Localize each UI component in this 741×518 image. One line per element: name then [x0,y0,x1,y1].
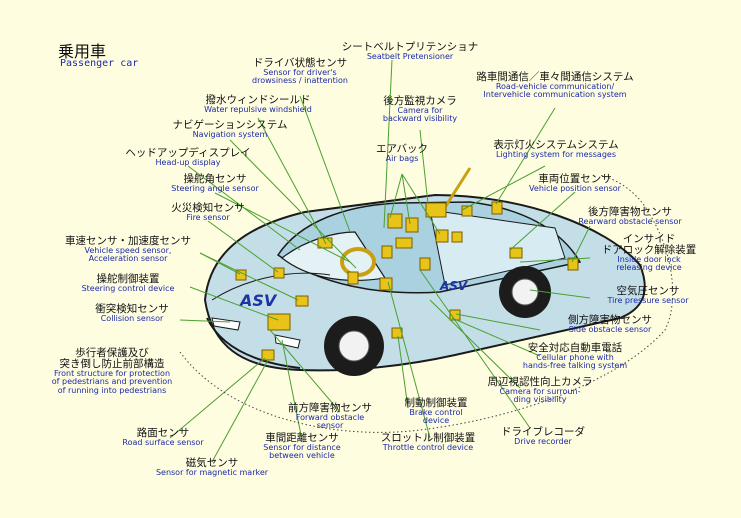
label-en: Seatbelt Pretensioner [342,53,479,61]
sensor-box [348,272,358,284]
label-collision: 衝突検知センサCollision sensor [95,304,169,323]
label-en: Vehicle position sensor [529,185,621,193]
label-steering-control: 操舵制御装置Steering control device [82,274,175,293]
label-en: Throttle control device [381,444,476,452]
label-en: Collision sensor [95,315,169,323]
label-brake-control: 制動制御装置Brake controldevice [405,398,468,426]
label-en: Rearward obstacle sensor [578,218,681,226]
label-en: Lighting system for messages [493,151,618,159]
title-en: Passenger car [60,58,138,69]
sensor-box [426,203,446,217]
label-en: Head-up display [125,159,250,167]
label-en: Acceleration sensor [65,255,191,263]
sensor-box [268,314,290,330]
label-en: Water repulsive windshield [204,106,312,114]
sensor-box [492,202,502,214]
label-drive-recorder: ドライブレコーダDrive recorder [501,427,585,446]
label-en: of running into pedestrians [52,387,173,395]
label-en: hands-free talking system [523,362,627,370]
label-en: drowsiness / inattention [252,77,348,85]
wheel-front [324,316,384,376]
label-door-lock: インサイドドアロック解除装置Inside door lockreleasing … [602,234,697,273]
label-vehicle-position: 車両位置センサVehicle position sensor [529,174,621,193]
label-en: sensor [288,422,372,430]
sensor-box [382,246,392,258]
label-speed-accel: 車速センサ・加速度センサVehicle speed sensor,Acceler… [65,236,191,264]
sensor-box [510,248,522,258]
label-en: Tire pressure sensor [607,297,688,305]
label-en: ding visibility [488,396,593,404]
label-en: Navigation system [173,131,288,139]
label-en: Intervehicle communication system [476,91,633,99]
label-en: between vehicle [263,452,340,460]
label-en: Fire sensor [171,214,245,222]
sensor-box [296,296,308,306]
label-en: Air bags [376,155,428,163]
label-en: Steering angle sensor [171,185,259,193]
sensor-box [274,268,284,278]
label-en: Drive recorder [501,438,585,446]
sensor-box [396,238,412,248]
label-en: Sensor for magnetic marker [156,469,268,477]
label-fire: 火災検知センサFire sensor [171,203,245,222]
sensor-box [436,230,448,242]
label-steering-angle: 操舵角センサSteering angle sensor [171,174,259,193]
label-en: releasing device [602,264,697,272]
leader-line [420,130,428,204]
leader-line [212,360,268,462]
label-en: device [405,417,468,425]
label-en: backward visibility [383,115,457,123]
label-magnetic: 磁気センサSensor for magnetic marker [156,458,268,477]
sensor-box [420,258,430,270]
label-en: Side obstacle sensor [568,326,652,334]
sensor-box [452,232,462,242]
sensor-box [380,278,392,290]
sensor-box [406,218,418,232]
asv-logo-side: ASV [439,279,469,293]
label-en: Road surface sensor [122,439,203,447]
label-en: Steering control device [82,285,175,293]
label-seatbelt: シートベルトプリテンショナSeatbelt Pretensioner [342,42,479,61]
leader-line [170,358,265,438]
